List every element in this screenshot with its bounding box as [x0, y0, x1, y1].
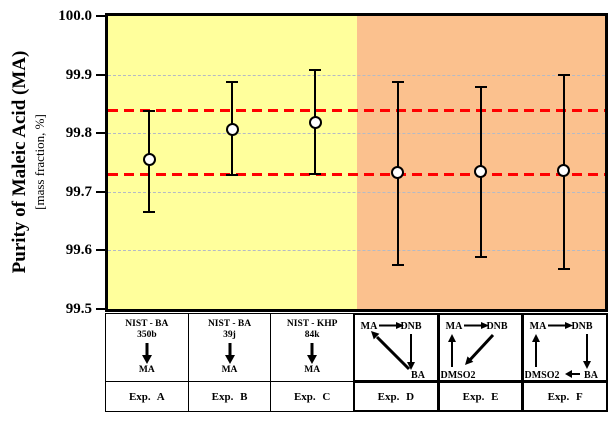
data-point-marker — [474, 164, 488, 178]
error-bar-cap-top — [143, 109, 156, 112]
arrow-down-icon — [224, 343, 235, 364]
arrow-down-icon — [141, 343, 152, 364]
data-point-marker — [391, 165, 405, 179]
exp-label-cell-b: Exp. B — [187, 381, 272, 412]
node-dmso2: DMSO2 — [441, 370, 476, 381]
scheme-cell-exp-b: NIST - BA 39j MA — [187, 313, 272, 382]
error-bar-cap-top — [309, 68, 322, 71]
data-point-marker — [225, 122, 239, 136]
y-axis-tick-label: 99.5 — [65, 301, 92, 317]
y-axis-tick — [96, 73, 105, 76]
gridline — [108, 250, 605, 252]
error-bar-cap-bottom — [309, 172, 322, 175]
y-axis-tick-label: 99.9 — [65, 66, 92, 83]
scheme-source: NIST - BA — [125, 319, 169, 329]
error-bar-cap-top — [557, 73, 570, 76]
error-bar-cap-bottom — [391, 264, 404, 267]
scheme-product: MA — [138, 365, 155, 375]
y-axis-tick — [96, 15, 105, 17]
reference-line-upper — [108, 109, 605, 113]
arrow-dmso2-to-ma-icon — [532, 334, 541, 367]
y-axis-title: Purity of Maleic Acid (MA) — [9, 50, 30, 274]
node-ba: BA — [584, 370, 599, 381]
gridline — [108, 74, 605, 76]
exp-label: Exp. D — [377, 390, 415, 403]
exp-label-cell-a: Exp. A — [105, 381, 189, 412]
data-point-marker — [557, 164, 571, 178]
y-axis-tick — [96, 249, 105, 252]
scheme-cell-exp-f: MA DNB DMSO2 BA — [522, 313, 609, 382]
exp-label-cell-f: Exp. F — [522, 381, 609, 412]
scheme-cell-exp-e: MA DNB DMSO2 — [437, 313, 524, 382]
scheme-lot: 39j — [223, 330, 236, 340]
node-ba: BA — [411, 370, 426, 381]
y-axis-tick — [96, 132, 105, 135]
node-ma: MA — [530, 321, 547, 332]
error-bar-cap-bottom — [226, 173, 239, 176]
node-dnb: DNB — [400, 321, 421, 332]
arrow-ma-to-dnb-icon — [463, 322, 489, 329]
node-ma: MA — [361, 321, 378, 332]
y-axis-tick-label: 99.8 — [65, 125, 92, 142]
experiment-label-row: Exp. A Exp. B Exp. C Exp. D Exp. E Exp. … — [105, 381, 609, 412]
node-dmso2: DMSO2 — [525, 370, 560, 381]
error-bar-cap-bottom — [143, 210, 156, 213]
arrow-ma-to-dnb-icon — [378, 322, 404, 329]
exp-label: Exp. A — [128, 390, 165, 403]
exp-label-cell-d: Exp. D — [353, 381, 439, 412]
error-bar-cap-top — [391, 80, 404, 83]
y-axis-tick-label: 99.7 — [65, 183, 92, 200]
gridline — [108, 133, 605, 135]
scheme-product: MA — [304, 365, 321, 375]
node-dnb: DNB — [486, 321, 507, 332]
reaction-scheme-e: MA DNB DMSO2 — [441, 321, 508, 381]
data-point-marker — [142, 153, 156, 167]
reaction-scheme-f: MA DNB DMSO2 BA — [525, 321, 599, 381]
arrow-dnb-to-dmso2-icon — [464, 333, 494, 365]
experiment-table: NIST - BA 350b MA NIST - BA 39j — [105, 313, 609, 412]
arrow-down-icon — [307, 343, 318, 364]
error-bar-cap-top — [474, 86, 487, 89]
arrow-dnb-to-ba-icon — [583, 334, 592, 369]
reference-line-lower — [108, 172, 605, 176]
exp-label-cell-c: Exp. C — [270, 381, 355, 412]
arrow-ma-to-dnb-icon — [548, 322, 574, 329]
scheme-lot: 350b — [137, 330, 157, 340]
arrow-dnb-to-ba-icon — [406, 334, 415, 370]
y-axis-tick-label: 100.0 — [58, 8, 92, 24]
reaction-scheme-d: MA DNB BA — [361, 321, 426, 381]
error-bar-cap-bottom — [557, 268, 570, 271]
y-axis-tick-label: 99.6 — [65, 242, 92, 259]
exp-label: Exp. C — [293, 390, 331, 403]
y-axis-tick — [96, 190, 105, 193]
scheme-product: MA — [221, 365, 238, 375]
scheme-row: NIST - BA 350b MA NIST - BA 39j — [105, 313, 609, 382]
node-ma: MA — [445, 321, 462, 332]
gridline — [108, 191, 605, 193]
scheme-source: NIST - BA — [207, 319, 252, 329]
exp-label: Exp. E — [462, 390, 499, 403]
scheme-cell-exp-a: NIST - BA 350b MA — [105, 313, 189, 382]
node-dnb: DNB — [572, 321, 593, 332]
plot-area — [105, 13, 608, 312]
error-bar-cap-bottom — [474, 256, 487, 259]
scheme-cell-exp-c: NIST - KHP 84k MA — [270, 313, 355, 382]
arrow-dmso2-to-ma-icon — [447, 334, 456, 367]
arrow-ba-to-dmso2-icon — [565, 370, 581, 378]
scheme-source: NIST - KHP — [286, 319, 338, 329]
data-point-marker — [308, 115, 322, 129]
exp-label-cell-e: Exp. E — [437, 381, 524, 412]
y-axis-tick — [96, 308, 105, 310]
exp-label: Exp. B — [211, 390, 248, 403]
exp-label: Exp. F — [547, 390, 583, 403]
error-bar-cap-top — [226, 81, 239, 84]
scheme-lot: 84k — [304, 330, 320, 340]
arrow-ba-to-ma-icon — [370, 331, 410, 371]
scheme-cell-exp-d: MA DNB BA — [353, 313, 439, 382]
